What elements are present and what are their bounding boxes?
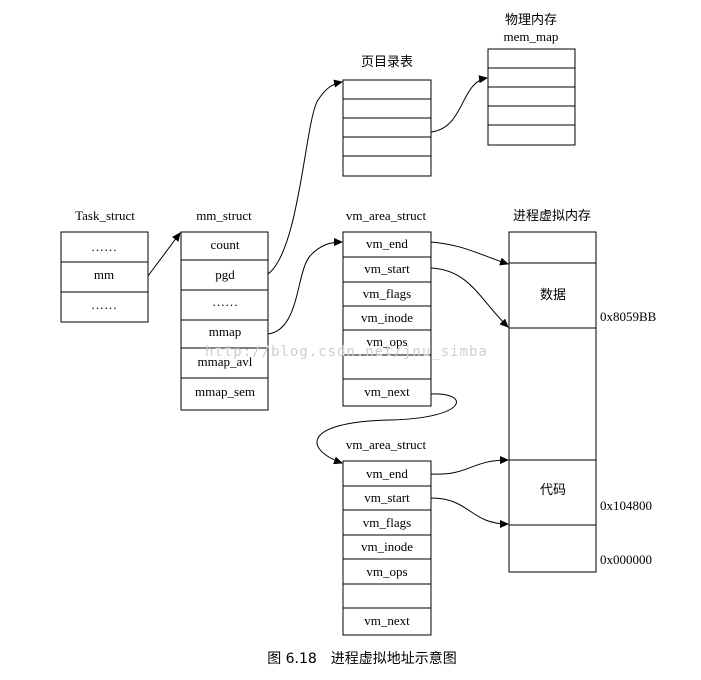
vm-area-2-field-vm-ops: vm_ops — [366, 564, 407, 579]
figure-caption: 图 6.18 进程虚拟地址示意图 — [267, 650, 457, 667]
vm-area-1-field-vm-end: vm_end — [366, 236, 408, 251]
arrow-vm-start-2-to-virtual-memory — [430, 497, 509, 528]
watermark: http://blog.csdn.net/jnu_simba — [205, 344, 488, 360]
virtual-memory-title: 进程虚拟内存 — [513, 208, 591, 224]
mm-struct-field-pgd: pgd — [215, 267, 235, 282]
virtual-memory: 进程虚拟内存 数据 代码 0x8059BB 0x104800 0x000000 — [508, 208, 657, 573]
vm-area-2-field-vm-inode: vm_inode — [361, 539, 413, 554]
vm-area-2-field-vm-flags: vm_flags — [363, 515, 411, 530]
vm-area-struct-1: vm_area_struct vm_end vm_start vm_flags … — [342, 208, 432, 407]
arrow-vm-next-to-vm-area-2 — [316, 393, 457, 465]
mm-struct-field: …… — [212, 294, 238, 309]
vm-area-1-field-vm-flags: vm_flags — [363, 286, 411, 301]
address-base: 0x000000 — [600, 552, 652, 567]
arrow-page-directory-to-physical-memory — [430, 75, 488, 133]
mm-struct-field-mmap-avl: mmap_avl — [198, 354, 253, 369]
task-struct: Task_struct …… mm …… — [60, 208, 149, 323]
vm-area-1-field-vm-inode: vm_inode — [361, 310, 413, 325]
task-struct-title: Task_struct — [75, 208, 135, 223]
vm-area-2-field-vm-next: vm_next — [364, 613, 410, 628]
segment-data-label: 数据 — [540, 288, 566, 303]
task-struct-field: …… — [91, 297, 117, 312]
task-struct-field: …… — [91, 239, 117, 254]
vm-area-1-field-vm-next: vm_next — [364, 384, 410, 399]
arrow-pgd-to-page-directory — [267, 79, 343, 275]
vm-area-1-title: vm_area_struct — [346, 208, 427, 223]
address-code: 0x104800 — [600, 498, 652, 513]
vm-area-1-field-vm-start: vm_start — [364, 261, 410, 276]
vm-area-2-title: vm_area_struct — [346, 437, 427, 452]
mm-struct: mm_struct count pgd …… mmap mmap_avl mma… — [180, 208, 269, 411]
physical-memory: 物理内存 mem_map — [487, 12, 576, 146]
segment-code-label: 代码 — [540, 483, 566, 498]
arrow-mm-to-mm-struct — [147, 232, 181, 277]
address-data: 0x8059BB — [600, 309, 657, 324]
vm-area-1-field-vm-ops: vm_ops — [366, 334, 407, 349]
mm-struct-field-count: count — [211, 237, 240, 252]
arrow-vm-end-1-to-virtual-memory — [430, 241, 509, 266]
page-directory-title: 页目录表 — [361, 55, 413, 70]
physical-memory-title: 物理内存 — [505, 12, 557, 28]
mm-struct-field-mmap: mmap — [209, 324, 242, 339]
vm-area-2-field-vm-end: vm_end — [366, 466, 408, 481]
vm-area-2-field-vm-start: vm_start — [364, 490, 410, 505]
arrow-vm-end-2-to-virtual-memory — [430, 456, 509, 475]
mm-struct-title: mm_struct — [196, 208, 252, 223]
task-struct-field-mm: mm — [94, 267, 114, 282]
arrow-mmap-to-vm-area-1 — [267, 238, 343, 335]
vm-area-struct-2: vm_area_struct vm_end vm_start vm_flags … — [342, 437, 432, 636]
mm-struct-field-mmap-sem: mmap_sem — [195, 384, 255, 399]
arrow-vm-start-1-to-virtual-memory — [430, 267, 509, 328]
page-directory: 页目录表 — [342, 55, 432, 177]
physical-memory-subtitle: mem_map — [504, 29, 559, 44]
